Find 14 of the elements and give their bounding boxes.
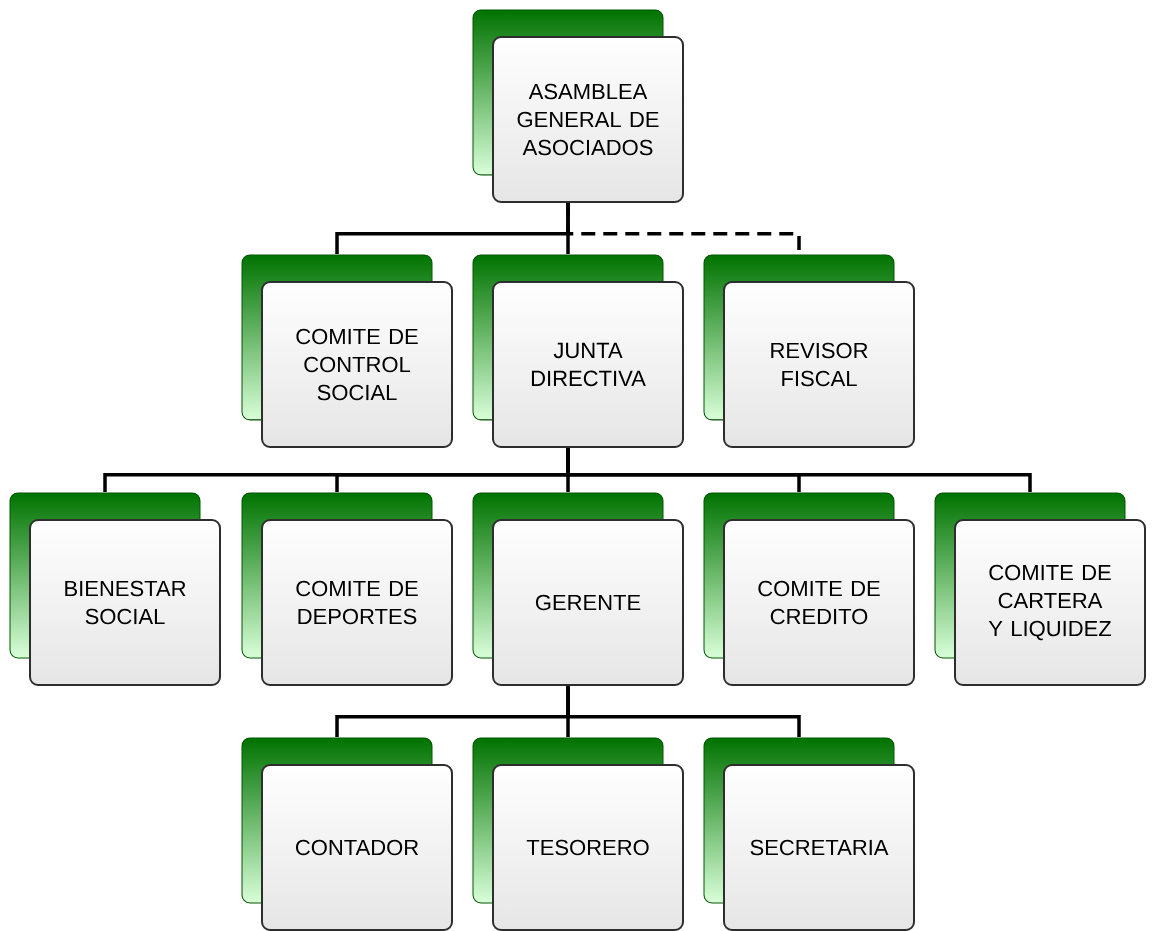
connector-line [566, 686, 801, 737]
org-box: COMITE DE CONTROL SOCIAL [241, 254, 453, 448]
org-box: REVISOR FISCAL [703, 254, 915, 448]
org-box: SECRETARIA [703, 737, 915, 931]
org-box: COMITE DE DEPORTES [241, 492, 453, 686]
org-box: ASAMBLEA GENERAL DE ASOCIADOS [472, 9, 684, 203]
org-box: JUNTA DIRECTIVA [472, 254, 684, 448]
org-box: COMITE DE CARTERA Y LIQUIDEZ [934, 492, 1146, 686]
org-box: COMITE DE CREDITO [703, 492, 915, 686]
connector-line [566, 448, 1032, 492]
org-box: BIENESTAR SOCIAL [9, 492, 221, 686]
org-box: GERENTE [472, 492, 684, 686]
org-box: TESORERO [472, 737, 684, 931]
org-box: CONTADOR [241, 737, 453, 931]
